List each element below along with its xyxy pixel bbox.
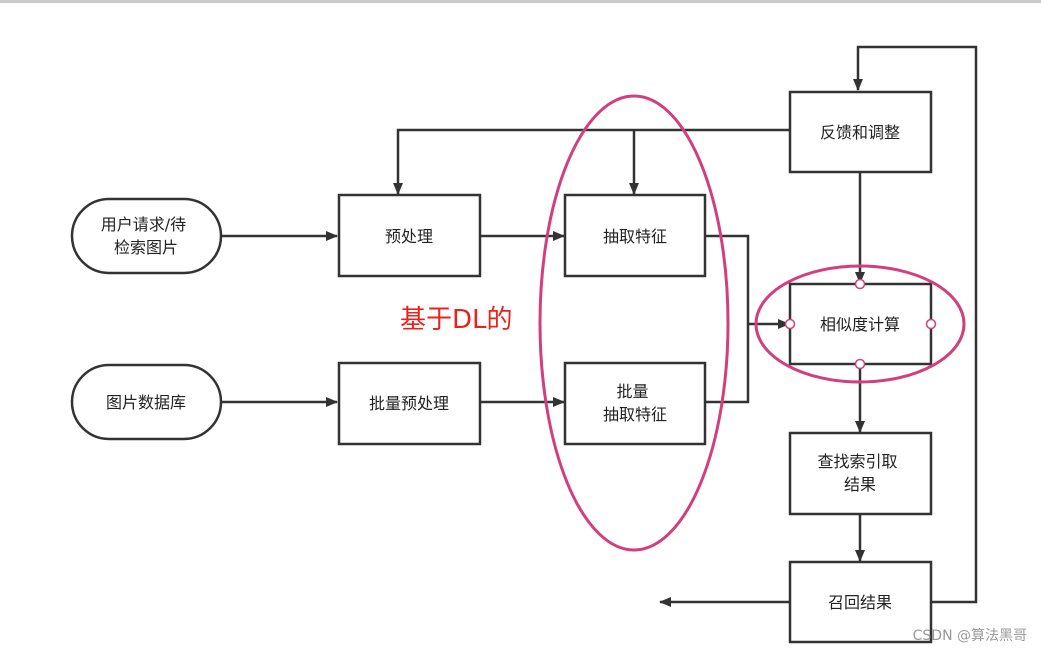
similarity-label: 相似度计算 [820, 315, 900, 334]
handle-left [784, 318, 796, 330]
connectors [221, 45, 978, 607]
batch-preprocess-label: 批量预处理 [369, 394, 449, 413]
feedback-label: 反馈和调整 [820, 123, 900, 142]
handle-top [854, 278, 866, 290]
similarity-handles [784, 278, 937, 370]
user-request-node [70, 197, 223, 275]
dl-annotation: 基于DL的 [400, 305, 513, 335]
recall-node [788, 560, 933, 644]
user-request-label: 用户请求/待 检索图片 [101, 215, 192, 257]
extract-highlight-ellipse [538, 94, 730, 552]
batch-extract-node [563, 361, 707, 446]
search-index-label: 查找索引取 结果 [817, 452, 902, 494]
handle-bottom [854, 358, 866, 370]
similarity-highlight-ellipse [754, 264, 966, 384]
edge-feedback-to-preprocess [393, 128, 790, 195]
feedback-node [788, 90, 933, 174]
recall-label: 召回结果 [828, 593, 892, 612]
edge-recall-loop-to-feedback [853, 45, 978, 604]
watermark: CSDN @算法黑哥 [913, 628, 1027, 644]
image-db-node [70, 363, 223, 441]
handle-right [925, 318, 937, 330]
extract-label: 抽取特征 [603, 227, 667, 246]
edge-extract-merge [705, 234, 750, 404]
image-db-label: 图片数据库 [106, 393, 186, 412]
batch-preprocess-node [337, 361, 482, 446]
preprocess-label: 预处理 [385, 227, 433, 246]
extract-node [563, 193, 707, 278]
batch-extract-label: 批量 抽取特征 [603, 382, 667, 424]
preprocess-node [337, 193, 482, 278]
top-border [0, 0, 1041, 3]
search-index-node [788, 431, 933, 516]
